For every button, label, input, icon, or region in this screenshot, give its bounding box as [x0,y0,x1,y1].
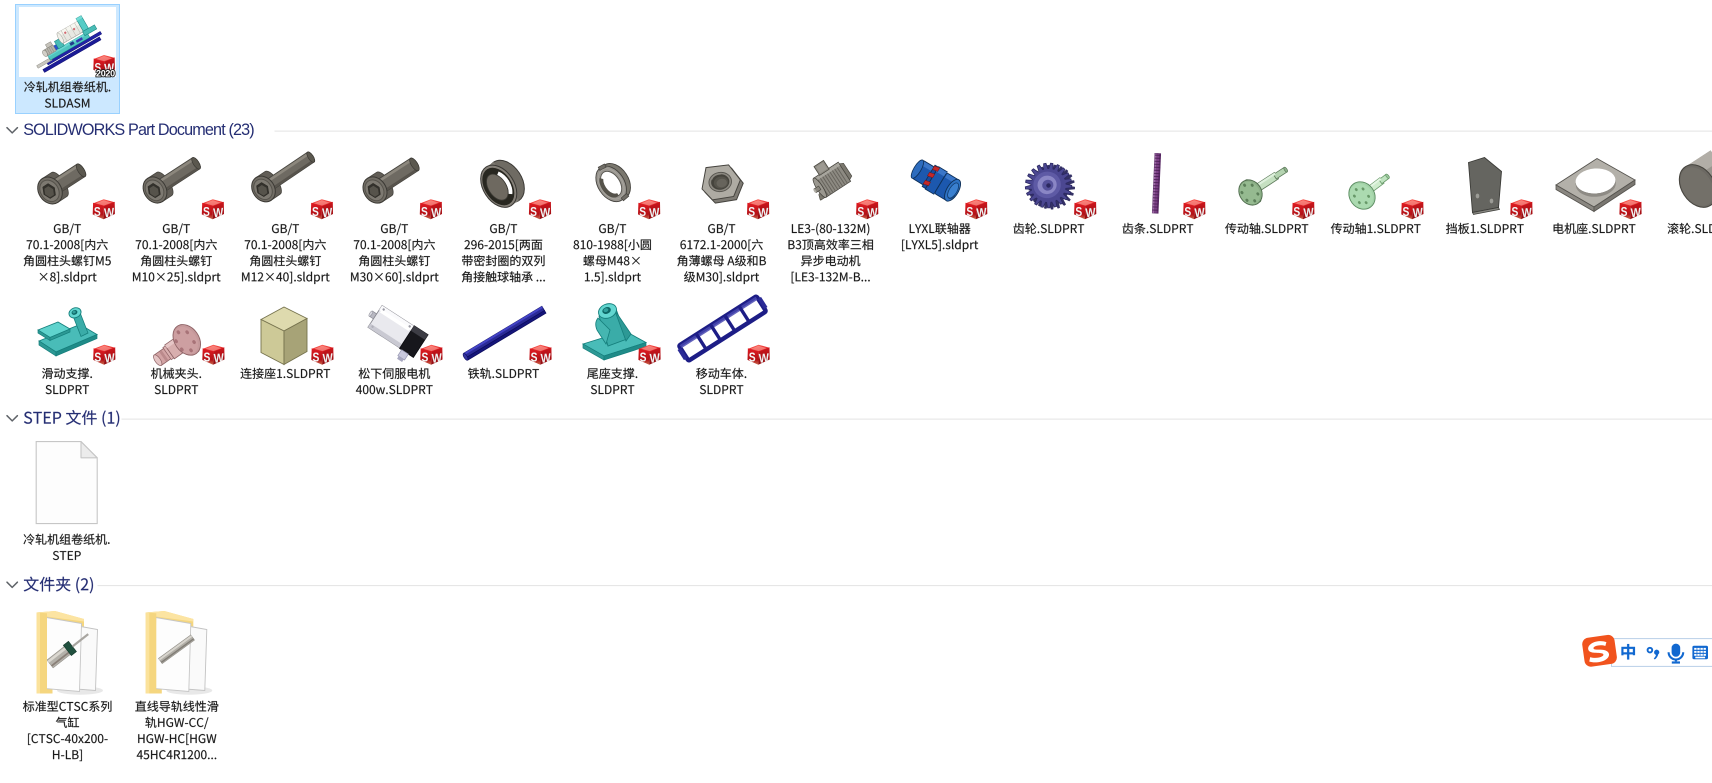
svg-text:SOLIDWORKS Part Document (23): SOLIDWORKS Part Document (23) [23,121,255,139]
svg-text:2020: 2020 [96,68,115,78]
